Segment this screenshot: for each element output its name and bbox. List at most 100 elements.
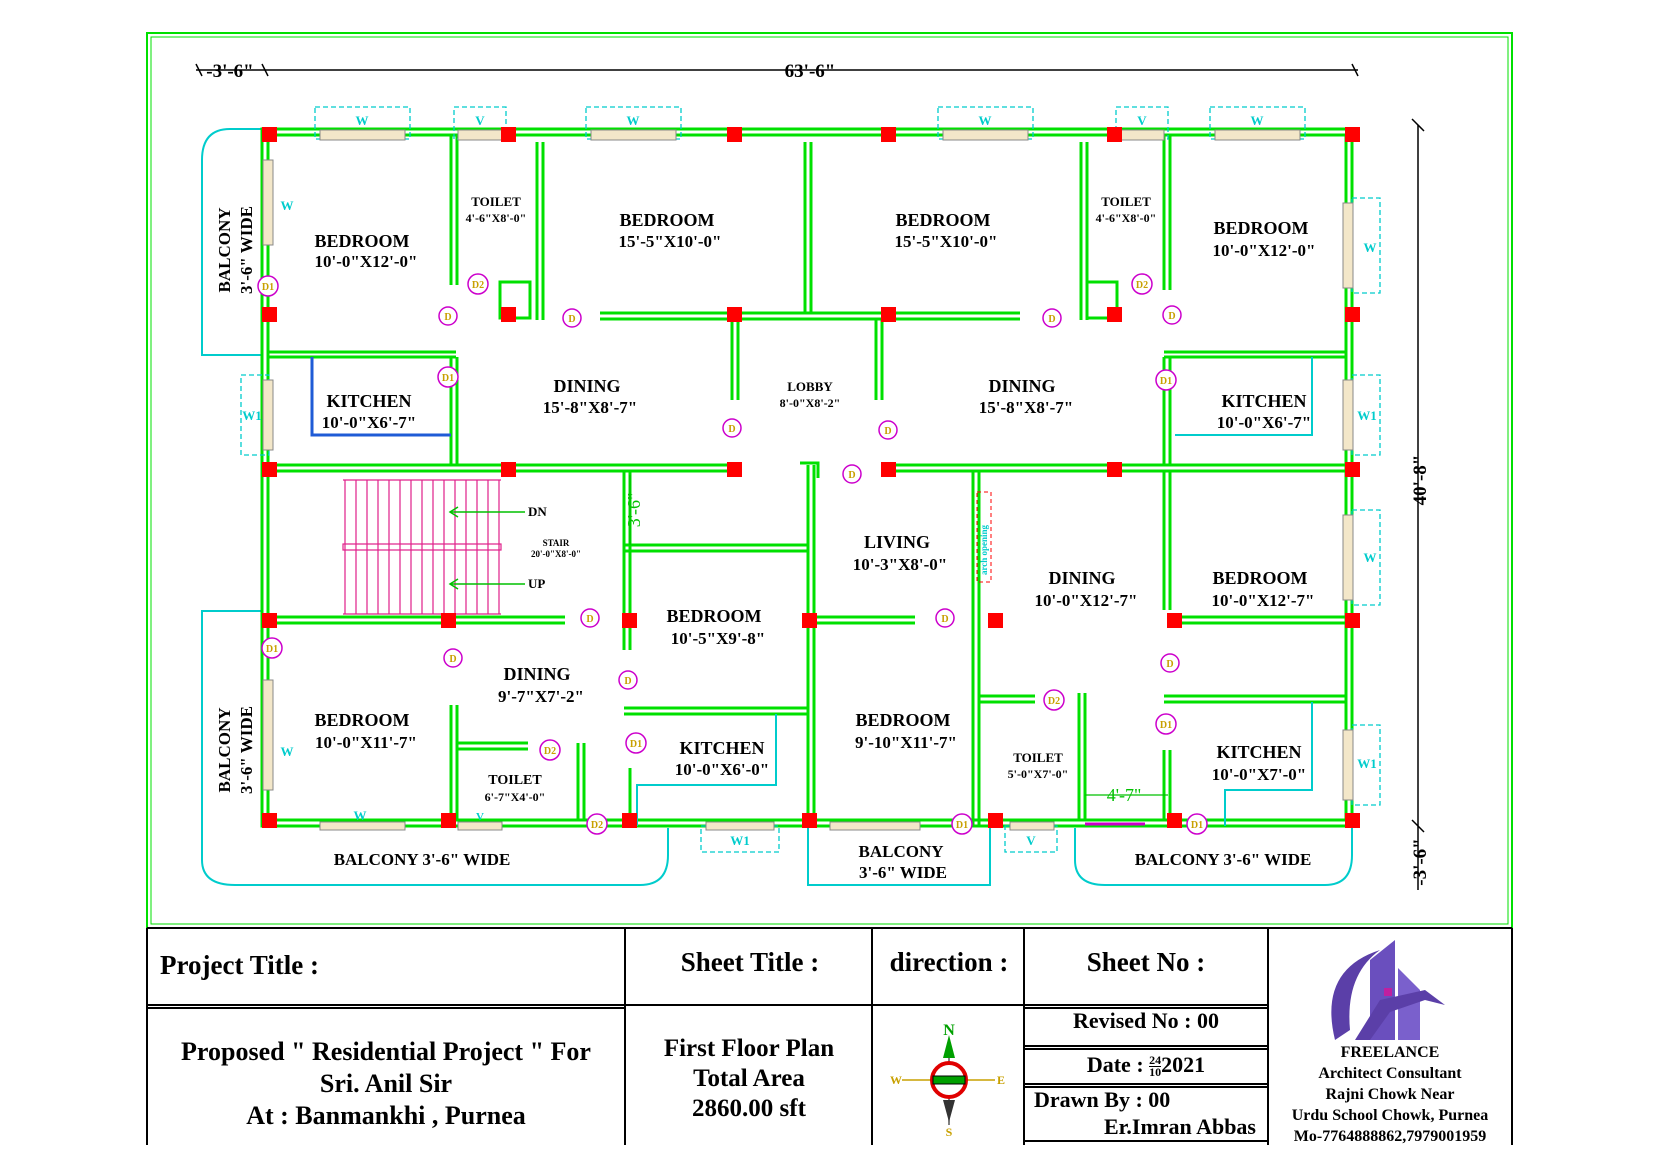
ventilator-label: V: [475, 113, 485, 128]
room-size: 10'-0"X7'-0": [1212, 765, 1306, 784]
date-day: 24: [1149, 1053, 1162, 1068]
walls: [260, 127, 1354, 828]
stair-dn: DN: [528, 504, 547, 519]
dim-right-bottom: -3'-6": [1410, 838, 1431, 885]
door1-label: D1: [1160, 376, 1172, 387]
window-label: W: [356, 113, 369, 128]
compass-n: N: [943, 1022, 955, 1039]
room-name: BEDROOM: [1213, 218, 1308, 238]
window-label: W: [979, 113, 992, 128]
dim-toilet-gap: 4'-7": [1107, 785, 1142, 805]
door-label: D: [624, 676, 631, 687]
sheet-line-2: Total Area: [693, 1065, 805, 1092]
room-name: BEDROOM: [314, 710, 409, 730]
project-title-text: Proposed " Residential Project " For Sri…: [150, 1036, 622, 1132]
date-month: 10: [1149, 1065, 1162, 1080]
project-line-2: Sri. Anil Sir: [319, 1069, 453, 1098]
window-label: W: [1364, 240, 1377, 255]
door1-label: D1: [956, 820, 968, 831]
drawing-border-inner: [150, 36, 1509, 925]
direction-label: direction :: [889, 947, 1009, 977]
door-label: D: [848, 470, 855, 481]
window1-label: W1: [242, 408, 262, 423]
room-name: KITCHEN: [1221, 391, 1306, 411]
room-name: TOILET: [1101, 194, 1151, 209]
door-markers: [257, 273, 1208, 835]
sheet-title-label: Sheet Title :: [680, 947, 820, 977]
room-name: DINING: [503, 664, 570, 684]
door-label: D: [444, 312, 451, 323]
door-label: D: [941, 614, 948, 625]
door1-label: D1: [442, 373, 454, 384]
room-size: 10'-0"X12'-0": [315, 252, 418, 271]
balcony-label: BALCONY: [215, 207, 234, 292]
door-label: D: [568, 314, 575, 325]
room-size: 9'-7"X7'-2": [498, 687, 584, 706]
door-label: D: [1168, 311, 1175, 322]
door-label: D: [884, 426, 891, 437]
title-block-grid: [146, 927, 1513, 1145]
firm-line-4: Urdu School Chowk, Purnea: [1291, 1107, 1489, 1124]
room-name: BEDROOM: [895, 210, 990, 230]
drawn-by: Drawn By : 00: [1034, 1087, 1171, 1112]
stair-name: STAIR: [543, 538, 570, 548]
dim-right-total: 40'-8": [1410, 455, 1431, 506]
dim-top-left: -3'-6": [206, 61, 253, 82]
ventilator-label: V: [1137, 113, 1147, 128]
door-label: D: [1166, 659, 1173, 670]
window-label: W: [281, 198, 294, 213]
right-dimension: [1411, 118, 1425, 890]
room-size: 10'-0"X11'-7": [315, 733, 417, 752]
room-name: BEDROOM: [314, 231, 409, 251]
window-label: W: [281, 744, 294, 759]
firm-line-5: Mo-7764888862,7979001959: [1293, 1128, 1487, 1145]
room-size: 10'-5"X9'-8": [671, 629, 765, 648]
room-size: 15'-5"X10'-0": [895, 232, 998, 251]
window-label: W: [627, 113, 640, 128]
room-name: DINING: [553, 376, 620, 396]
columns: [262, 127, 1360, 828]
door-label: D: [449, 654, 456, 665]
door1-label: D1: [1160, 720, 1172, 731]
window1-label: W1: [730, 833, 750, 848]
balcony-width: 3'-6" WIDE: [237, 706, 256, 794]
room-name: BEDROOM: [666, 606, 761, 626]
door1-label: D1: [266, 644, 278, 655]
sheet-line-1: First Floor Plan: [663, 1035, 835, 1062]
door2-label: D2: [1136, 280, 1148, 291]
dim-top-total: 63'-6": [785, 61, 836, 82]
project-line-1: Proposed " Residential Project " For: [181, 1037, 591, 1066]
ventilator-label: V: [476, 811, 484, 823]
door1-label: D1: [1191, 820, 1203, 831]
room-size: 10'-0"X6'-7": [322, 413, 416, 432]
dim-stair-gap: 3'-6": [624, 493, 644, 528]
room-size: 6'-7"X4'-0": [485, 790, 546, 804]
stair-steps: [342, 479, 502, 615]
firm-line-2: Architect Consultant: [1318, 1065, 1462, 1082]
firm-details: FREELANCE Architect Consultant Rajni Cho…: [1270, 1042, 1510, 1147]
balcony-width: 3'-6" WIDE: [237, 206, 256, 294]
room-name: LOBBY: [787, 379, 833, 394]
window-label: W: [1364, 550, 1377, 565]
date-prefix: Date :: [1086, 1052, 1150, 1077]
room-name: BEDROOM: [855, 710, 950, 730]
top-dimension: [195, 63, 1359, 77]
room-name: TOILET: [1013, 750, 1063, 765]
compass-s: S: [946, 1125, 953, 1139]
arch-opening: [976, 491, 992, 583]
balcony-outlines: [201, 128, 1353, 886]
room-size: 4'-6"X8'-0": [466, 211, 527, 225]
window-frames: [262, 129, 1354, 831]
project-title-label: Project Title :: [160, 950, 319, 980]
door1-label: D1: [262, 282, 274, 293]
room-name: DINING: [1048, 568, 1115, 588]
door-label: D: [1048, 314, 1055, 325]
room-size: 5'-0"X7'-0": [1008, 767, 1069, 781]
room-size: 10'-0"X6'-0": [675, 760, 769, 779]
firm-line-1: FREELANCE: [1340, 1044, 1440, 1061]
date-year: 2021: [1161, 1052, 1206, 1077]
room-size: 10'-0"X12'-0": [1213, 241, 1316, 260]
kitchen-counters: [310, 357, 1313, 826]
